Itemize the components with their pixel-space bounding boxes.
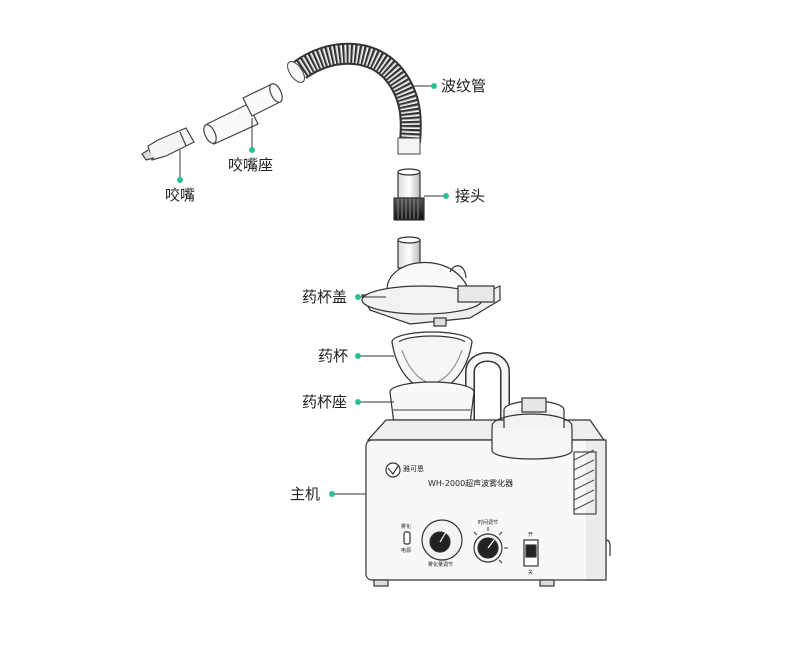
label-mouthpiece-holder: 咬嘴座 — [228, 156, 274, 174]
connector-part — [393, 168, 425, 221]
leader-lines — [177, 83, 449, 497]
left-label-top: 雾化 — [401, 523, 411, 530]
cup-lid-part — [361, 236, 501, 327]
main-unit-part — [365, 397, 611, 587]
switch-top-label: 开 — [528, 532, 533, 538]
label-cup-lid: 药杯盖 — [302, 288, 348, 306]
switch-bottom-label: 关 — [528, 569, 533, 576]
label-main-unit: 主机 — [290, 485, 321, 503]
label-connector: 接头 — [455, 187, 486, 205]
model-text: WH-2000超声波雾化器 — [428, 478, 513, 488]
label-cup: 药杯 — [318, 347, 349, 365]
knob2-label: 时间调节 — [478, 519, 498, 526]
cup-part — [391, 331, 473, 393]
left-label-bottom: 电源 — [401, 547, 411, 554]
label-cup-seat: 药杯座 — [302, 393, 348, 411]
mouthpiece-holder-part — [203, 83, 283, 145]
brand-logo — [385, 462, 401, 478]
label-mouthpiece: 咬嘴 — [165, 186, 196, 204]
knob-1 — [421, 519, 463, 561]
brand-text: 雅可恩 — [403, 464, 424, 473]
corrugated-tube-part — [293, 42, 422, 143]
knob-2 — [473, 527, 508, 564]
knob1-label: 雾化量调节 — [428, 561, 453, 568]
mouthpiece-part — [141, 127, 195, 161]
label-corrugated-tube: 波纹管 — [441, 77, 487, 95]
